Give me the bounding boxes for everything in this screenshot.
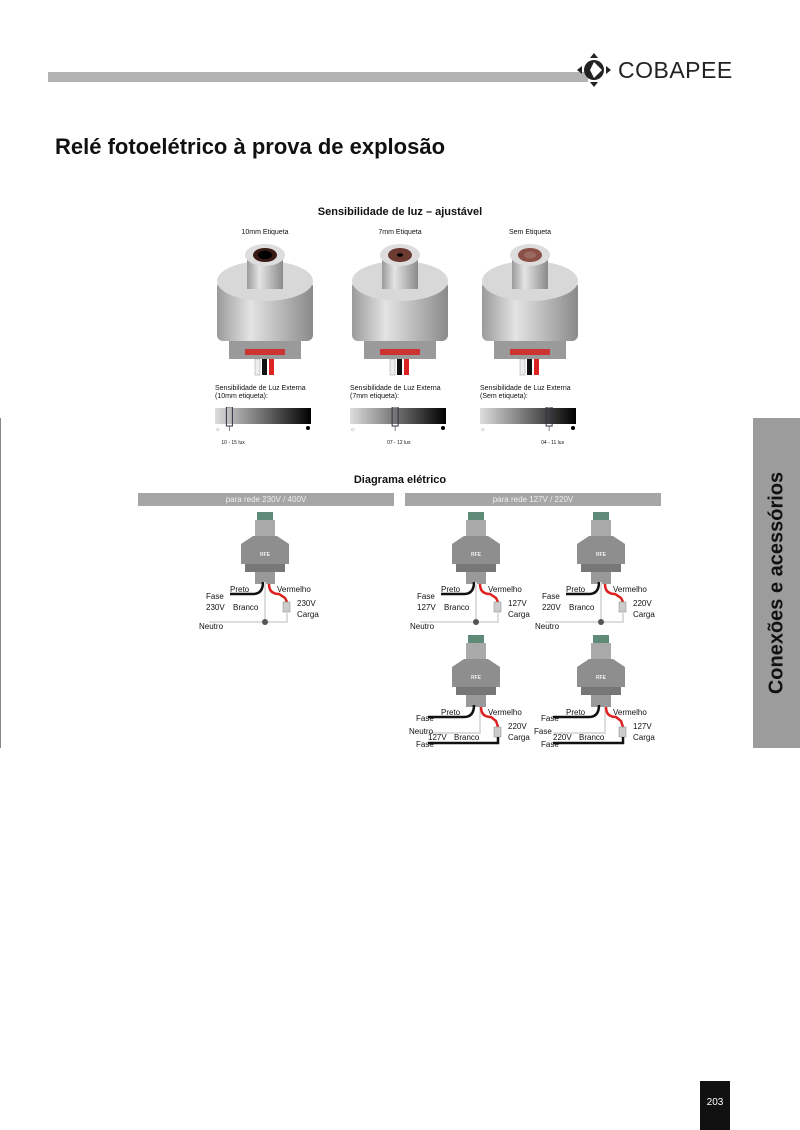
section-tab-label: Conexões e acessórios	[765, 471, 787, 695]
caption-line-1: Sensibilidade de Luz Externa	[215, 385, 306, 392]
label-fase-2: Fase	[541, 740, 559, 749]
lux-range: 04 - 11 lux	[541, 440, 565, 446]
sun-icon: ☼	[350, 427, 356, 433]
caption-line-2: (Sem etiqueta):	[480, 393, 528, 400]
label-branco-voltage: 220V	[553, 733, 572, 742]
product-label: Sem Etiqueta	[508, 229, 552, 236]
diagram-heading: Diagrama elétrico	[353, 474, 447, 486]
brand-logo: COBAPEE	[576, 52, 746, 88]
photocell-image	[482, 244, 578, 376]
cobapee-logo-icon	[577, 53, 611, 87]
label-load-voltage: 127V	[508, 599, 527, 608]
sensor-product: Sem Etiqueta Sensibilidade de Luz Extern…	[470, 229, 590, 449]
photocell-image	[352, 244, 448, 376]
label-middle: Fase	[534, 727, 552, 736]
sensitivity-scale: ☼	[350, 407, 446, 433]
dark-icon	[441, 426, 445, 430]
relay-wiring-drawing: RFE	[553, 635, 627, 745]
dark-icon	[306, 426, 310, 430]
label-vermelho: Vermelho	[488, 585, 522, 594]
label-preto: Preto	[566, 585, 586, 594]
label-fase-2: Fase	[416, 740, 434, 749]
sensor-product: 7mm Etiqueta Sensibilidade de Luz Extern…	[340, 229, 460, 449]
relay-wiring-drawing: RFE	[428, 635, 502, 745]
label-fase: Fase	[541, 714, 559, 723]
sun-icon: ☼	[215, 427, 221, 433]
device-label: RFE	[471, 675, 482, 681]
relay-wiring-drawing: RFE	[545, 512, 627, 625]
label-fase: Fase	[416, 714, 434, 723]
label-middle: Neutro	[409, 727, 434, 736]
device-label: RFE	[596, 552, 607, 558]
sensor-product: 10mm Etiqueta Sensibilidade de Luz Exter…	[205, 229, 325, 449]
section-tab[interactable]: Conexões e acessórios	[753, 418, 800, 748]
label-load-voltage: 230V	[297, 599, 316, 608]
dark-icon	[571, 426, 575, 430]
label-branco: Branco	[569, 603, 595, 612]
band-230-400: para rede 230V / 400V	[138, 493, 394, 506]
sensitivity-heading: Sensibilidade de luz – ajustável	[317, 206, 483, 218]
label-vermelho: Vermelho	[613, 708, 647, 717]
label-fase-voltage: 127V	[417, 603, 436, 612]
label-load-voltage: 220V	[508, 722, 527, 731]
label-preto: Preto	[441, 585, 461, 594]
label-branco: Branco	[454, 733, 480, 742]
product-label: 7mm Etiqueta	[378, 229, 422, 236]
lux-range: 07 - 12 lux	[387, 440, 411, 446]
label-fase: Fase	[206, 592, 224, 601]
label-carga: Carga	[633, 733, 655, 742]
label-fase: Fase	[417, 592, 435, 601]
label-neutro: Neutro	[410, 622, 435, 631]
label-preto: Preto	[230, 585, 250, 594]
page-number: 203	[700, 1081, 730, 1130]
product-label: 10mm Etiqueta	[241, 229, 289, 236]
photocell-image	[217, 244, 313, 376]
label-carga: Carga	[633, 610, 655, 619]
label-vermelho: Vermelho	[613, 585, 647, 594]
label-branco: Branco	[579, 733, 605, 742]
label-carga: Carga	[508, 733, 530, 742]
header-bar	[48, 72, 588, 82]
device-label: RFE	[471, 552, 482, 558]
relay-wiring-drawing: RFE	[209, 512, 291, 625]
label-branco: Branco	[444, 603, 470, 612]
relay-wiring-drawing: RFE	[420, 512, 502, 625]
label-carga: Carga	[508, 610, 530, 619]
caption-line-2: (7mm etiqueta):	[350, 393, 400, 400]
margin-line	[0, 418, 1, 748]
sun-icon: ☼	[480, 427, 486, 433]
sensitivity-scale: ☼	[480, 407, 576, 433]
label-fase-voltage: 220V	[542, 603, 561, 612]
brand-name: COBAPEE	[618, 56, 733, 83]
label-load-voltage: 127V	[633, 722, 652, 731]
label-preto: Preto	[566, 708, 586, 717]
label-neutro: Neutro	[199, 622, 224, 631]
label-branco: Branco	[233, 603, 259, 612]
caption-line-1: Sensibilidade de Luz Externa	[350, 385, 441, 392]
lux-range: 10 - 15 lux	[221, 440, 245, 446]
page-title: Relé fotoelétrico à prova de explosão	[55, 134, 446, 159]
band-127-220: para rede 127V / 220V	[405, 493, 661, 506]
label-vermelho: Vermelho	[488, 708, 522, 717]
label-fase: Fase	[542, 592, 560, 601]
label-preto: Preto	[441, 708, 461, 717]
label-vermelho: Vermelho	[277, 585, 311, 594]
label-load-voltage: 220V	[633, 599, 652, 608]
device-label: RFE	[596, 675, 607, 681]
label-fase-voltage: 230V	[206, 603, 225, 612]
label-neutro: Neutro	[535, 622, 560, 631]
label-branco-voltage: 127V	[428, 733, 447, 742]
label-carga: Carga	[297, 610, 319, 619]
caption-line-1: Sensibilidade de Luz Externa	[480, 385, 571, 392]
device-label: RFE	[260, 552, 271, 558]
sensitivity-scale: ☼	[215, 407, 311, 433]
caption-line-2: (10mm etiqueta):	[215, 393, 268, 400]
